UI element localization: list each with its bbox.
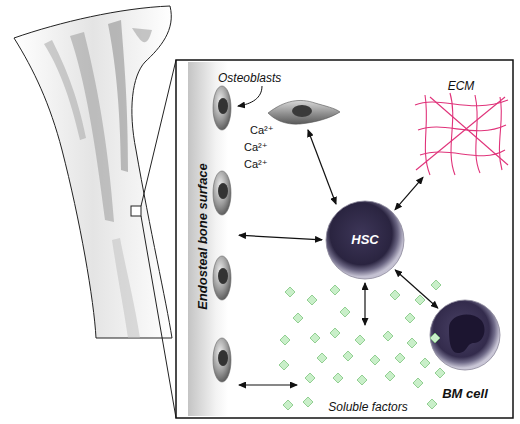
zoom-line — [141, 216, 176, 418]
region-label: ECM — [438, 79, 484, 93]
cell-type-label: Osteoblasts — [218, 71, 281, 85]
bone-illustration — [14, 6, 172, 338]
ion-label: Ca²⁺ — [244, 158, 268, 171]
bm-cell: BM cell — [425, 298, 505, 406]
interaction-arrow — [395, 177, 423, 209]
interaction-arrow — [308, 130, 336, 204]
ion-label: Ca²⁺ — [250, 124, 274, 137]
interaction-arrow — [239, 235, 322, 240]
interaction-arrow — [395, 270, 438, 308]
soluble-factor-diamonds — [279, 280, 441, 410]
soluble-factors-region: Soluble factors — [300, 328, 445, 418]
hsc-cell: HSC — [325, 200, 405, 280]
interaction-arrow — [364, 283, 365, 325]
leader-line — [238, 86, 262, 106]
ion-label: Ca²⁺ — [244, 141, 268, 154]
osteoblast-cell — [268, 100, 340, 124]
bone-surface-band: Endosteal bone surface — [188, 62, 236, 416]
zoom-frame — [176, 60, 513, 418]
region-label: Soluble factors — [308, 400, 428, 414]
cell-label: BM cell — [415, 386, 515, 401]
rotated-label: Endosteal bone surface — [195, 137, 210, 337]
ecm-region: ECM — [410, 75, 512, 178]
zoom-line — [141, 60, 176, 206]
cell-label: HSC — [325, 232, 405, 247]
interaction-arrow — [239, 384, 297, 385]
zoom-square — [131, 206, 141, 216]
